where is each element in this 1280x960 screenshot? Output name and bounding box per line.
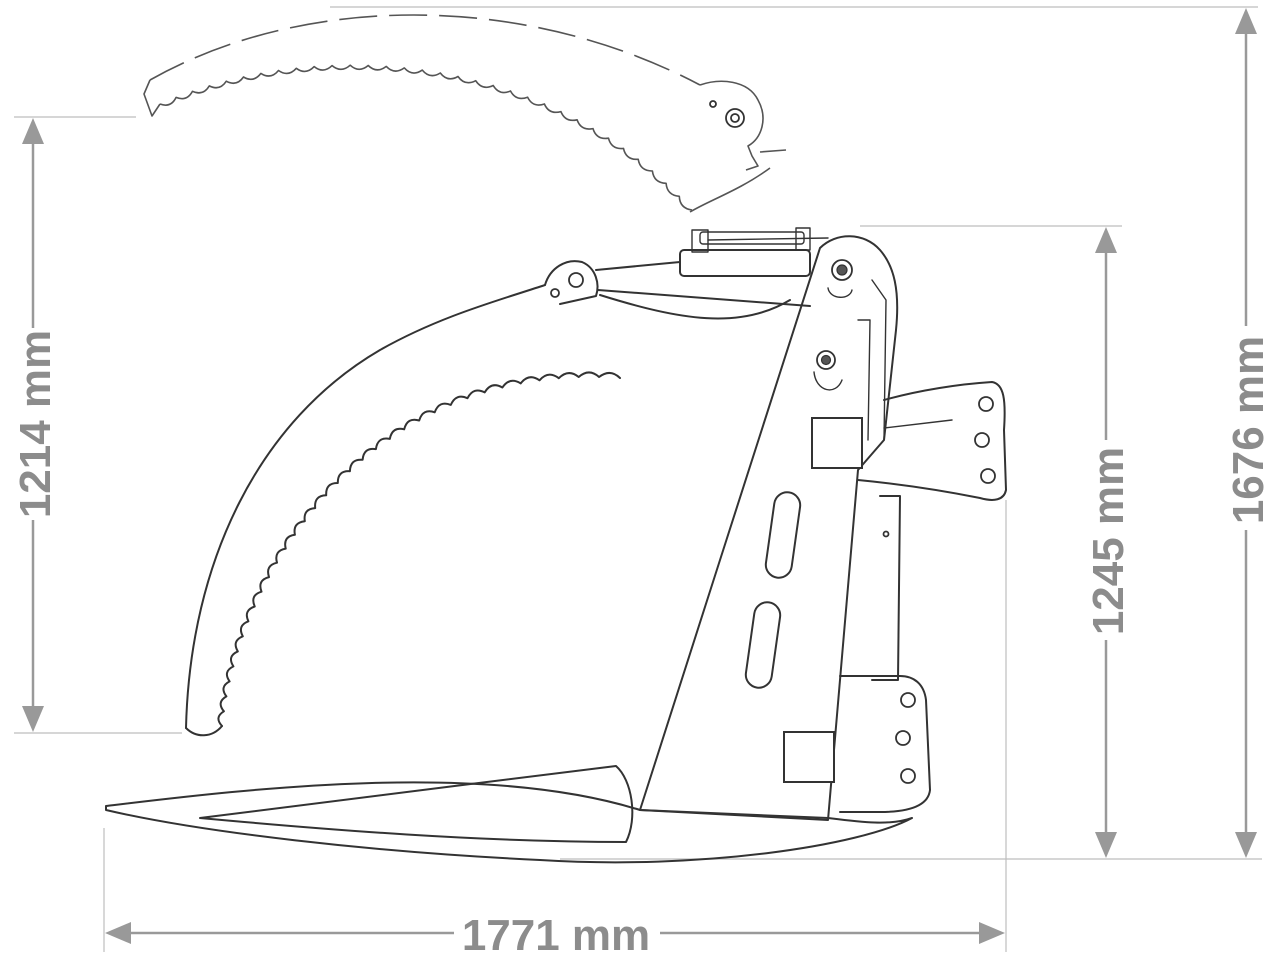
vertical-guide-bar — [871, 495, 901, 681]
arm-connecting-link — [595, 261, 811, 320]
dim-inner-label: 1245 mm — [1084, 447, 1133, 635]
dimension-inner: 1245 mm — [1084, 227, 1133, 858]
upper-arm-lug — [544, 260, 599, 305]
main-frame-plate — [639, 235, 899, 821]
lower-plate-hole-1 — [900, 692, 916, 708]
upper-plate-hole-1 — [978, 396, 994, 412]
open-arm-small-pin — [709, 100, 717, 108]
dim-width-arrow-right — [979, 922, 1005, 944]
upper-plate-hole-2 — [974, 432, 990, 448]
upper-arm-outer-edge — [185, 284, 546, 729]
frame-block-upper — [811, 417, 863, 469]
arm-pivot-pin-2 — [550, 288, 560, 298]
dimension-width: 1771 mm — [105, 911, 1005, 960]
grapple-assembly — [105, 227, 1007, 864]
open-arm-tip — [143, 79, 161, 117]
open-arm-toothed-edge — [159, 64, 693, 211]
upper-plate-bar — [883, 419, 953, 429]
dim-total-arrow-top — [1235, 8, 1257, 34]
upper-arm-tip — [185, 725, 223, 737]
frame-mid-pin-core — [820, 354, 832, 366]
frame-top-pin-core — [836, 264, 848, 276]
upper-arm-toothed-edge — [217, 371, 621, 727]
arm-pivot-pin-1 — [568, 272, 584, 288]
hydraulic-cylinder — [679, 227, 829, 277]
open-arm-dashed-outline — [149, 14, 701, 86]
open-arm-pivot-pin-inner — [730, 113, 740, 123]
frame-mid-pin-bracket — [813, 371, 843, 391]
cylinder-barrel — [679, 249, 811, 277]
frame-block-lower — [783, 731, 835, 783]
open-arm-pivot-plate — [699, 80, 764, 171]
frame-inner-rail — [857, 279, 887, 441]
lower-mounting-plate — [839, 675, 931, 813]
dim-width-arrow-left — [105, 922, 131, 944]
dim-inner-arrow-bottom — [1095, 832, 1117, 858]
dim-inner-arrow-top — [1095, 227, 1117, 253]
dim-total-arrow-bottom — [1235, 832, 1257, 858]
bottom-tine — [105, 781, 913, 864]
lower-plate-hole-2 — [895, 730, 911, 746]
upper-mounting-plate — [857, 381, 1007, 501]
lower-plate-hole-3 — [900, 768, 916, 784]
guide-bar-marker — [882, 530, 890, 538]
tine-cutout — [199, 765, 634, 843]
dimension-total: 1676 mm — [1224, 8, 1273, 858]
grapple-arm-open-position — [143, 14, 787, 213]
open-arm-end-bracket — [689, 149, 787, 213]
cylinder-rod-line — [707, 237, 829, 241]
dim-left-arrow-bottom — [22, 706, 44, 732]
frame-slot-lower — [744, 601, 782, 689]
cylinder-fitting-left — [691, 229, 709, 253]
dim-left-arrow-top — [22, 118, 44, 144]
dim-width-label: 1771 mm — [462, 911, 650, 960]
frame-slot-upper — [764, 491, 802, 579]
dim-left-label: 1214 mm — [11, 330, 60, 518]
upper-plate-hole-3 — [980, 468, 996, 484]
dim-total-label: 1676 mm — [1224, 336, 1273, 524]
dimension-left: 1214 mm — [11, 118, 60, 732]
frame-top-pin-bracket — [827, 287, 853, 298]
extension-lines — [14, 6, 1262, 952]
